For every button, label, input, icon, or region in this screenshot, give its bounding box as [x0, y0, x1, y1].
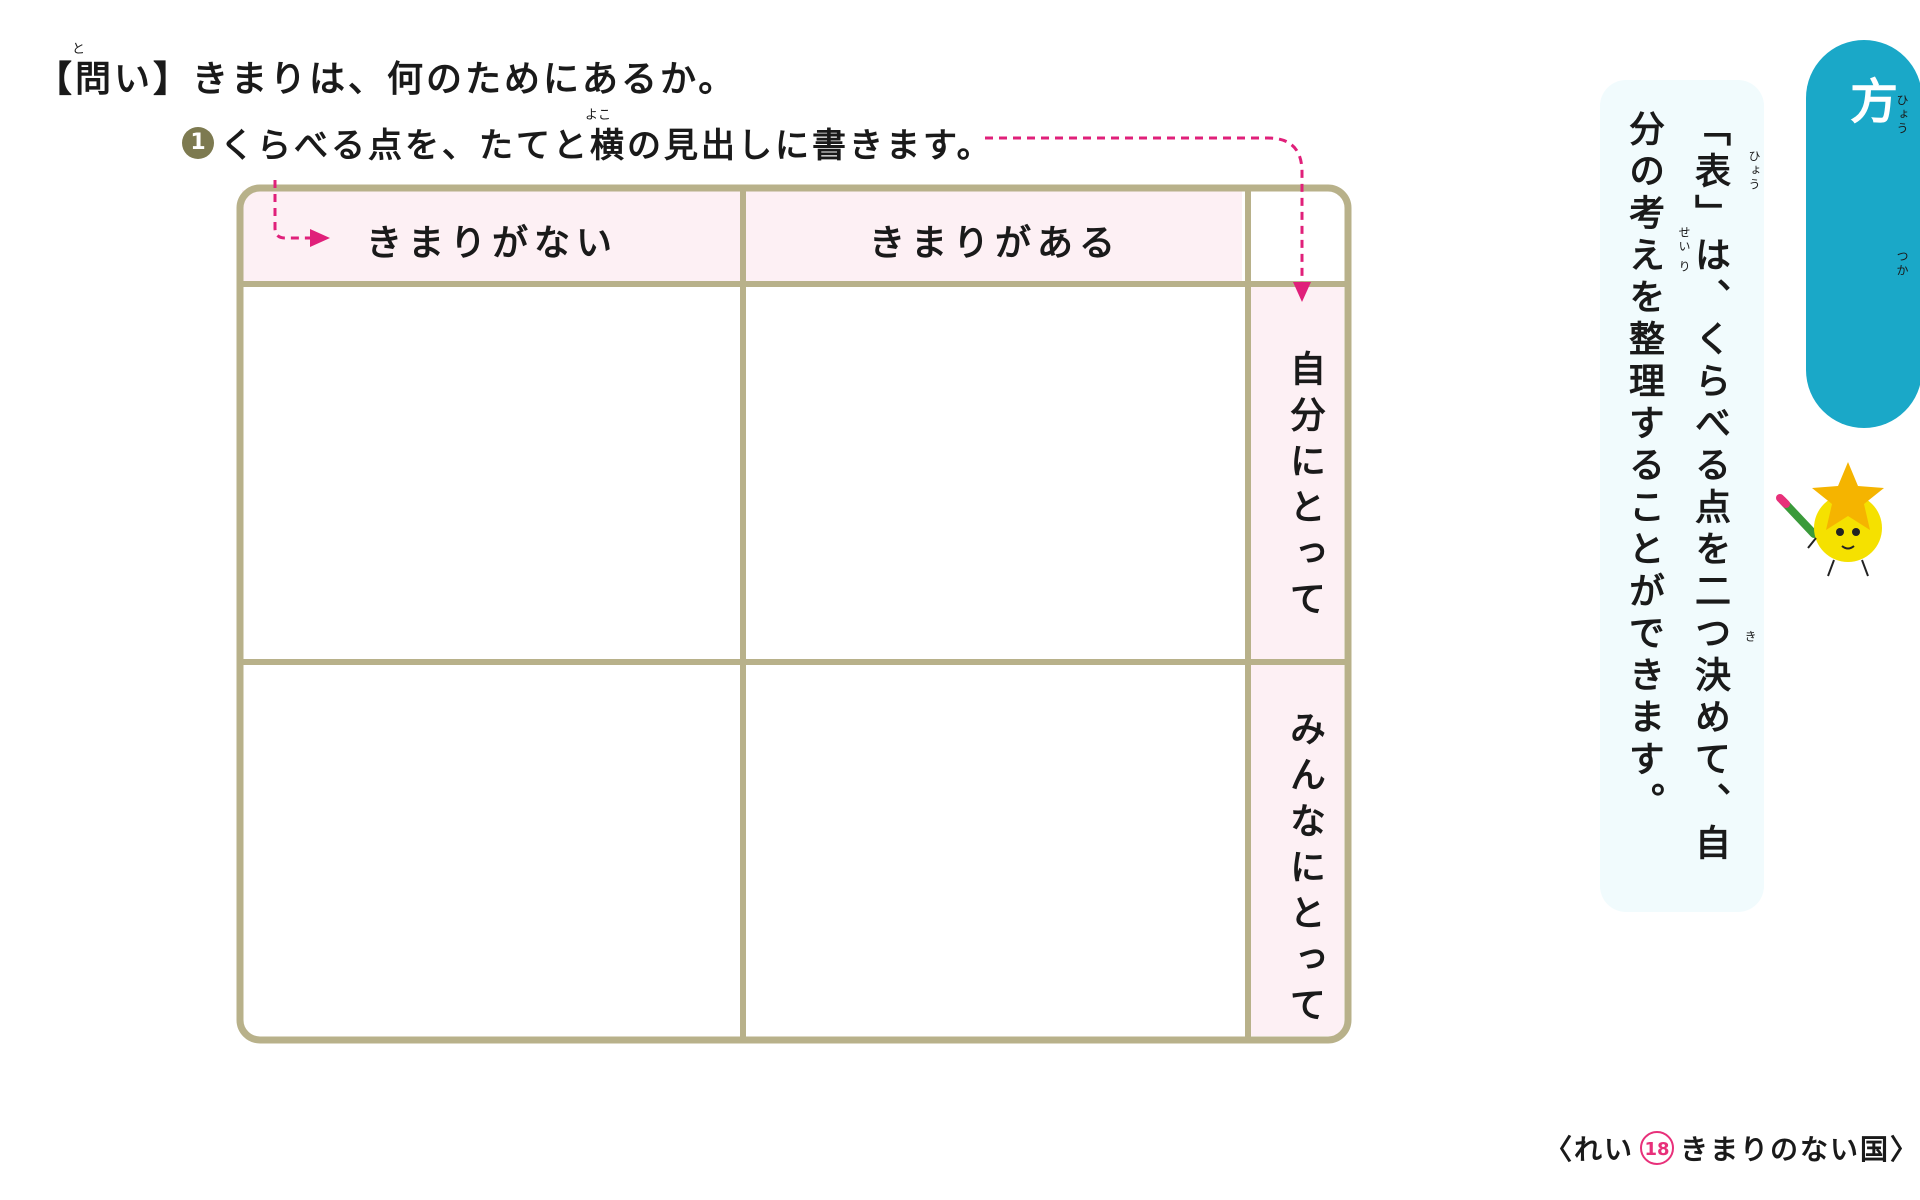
- col-header-no-rules: きまりがない: [365, 223, 618, 264]
- explanation-text: 「表」は、くらべる点を二つ決めて、自分の考えを整理することができます。: [1623, 110, 1730, 866]
- banner-title: 「表」の使い方: [1841, 76, 1920, 388]
- footer-prefix: 〈れい: [1544, 1133, 1635, 1166]
- step-number-badge: 1: [182, 126, 214, 159]
- row-header-for-self: 自分にとって: [1284, 350, 1325, 626]
- col-header-has-rules: きまりがある: [868, 223, 1121, 264]
- panel-ruby-hyou: ひょう: [1747, 150, 1761, 192]
- example-footer: 〈れい 18 きまりのない国〉: [1544, 1128, 1920, 1168]
- question-ruby: と: [72, 42, 86, 57]
- question-label: 【問い】: [36, 59, 193, 100]
- question-text: きまりは、何のためにあるか。: [192, 59, 738, 100]
- answer-cell-self-no-rules[interactable]: [248, 290, 738, 656]
- banner-ruby-tsuka: つか: [1895, 250, 1909, 278]
- explanation-panel: 「表」は、くらべる点を二つ決めて、自分の考えを整理することができます。: [1600, 80, 1764, 912]
- answer-cell-self-has-rules[interactable]: [750, 290, 1242, 656]
- step-text: くらべる点を、たてと横の見出しに書きます。: [220, 126, 994, 166]
- row-header-for-everyone: みんなにとって: [1284, 710, 1325, 1032]
- panel-ruby-ki: き: [1743, 630, 1757, 644]
- panel-ruby-seiri: せい り: [1677, 226, 1691, 274]
- question-line: 【問い】きまりは、何のためにあるか。: [36, 50, 737, 102]
- answer-cell-everyone-has-rules[interactable]: [750, 668, 1242, 1034]
- answer-cell-everyone-no-rules[interactable]: [248, 668, 738, 1034]
- arrow-head-down: [1293, 282, 1311, 302]
- step-ruby: よこ: [585, 108, 612, 123]
- footer-number-badge: 18: [1640, 1131, 1675, 1165]
- star-mascot-icon: [1776, 462, 1884, 577]
- banner-ruby-hyou: ひょう: [1895, 94, 1909, 136]
- footer-title: きまりのない国〉: [1680, 1133, 1920, 1166]
- step-line: 1 くらべる点を、たてと横の見出しに書きます。: [182, 118, 994, 167]
- usage-banner: 「表」の使い方: [1806, 40, 1920, 428]
